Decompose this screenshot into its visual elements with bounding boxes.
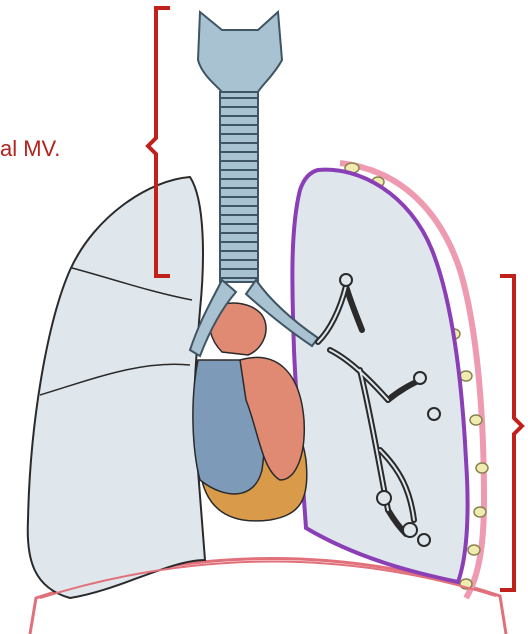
lower-bracket-icon (500, 276, 522, 590)
trachea (220, 92, 258, 282)
upper-bracket-label: al MV. (0, 136, 60, 162)
larynx (198, 12, 282, 92)
right-lung (28, 177, 205, 598)
